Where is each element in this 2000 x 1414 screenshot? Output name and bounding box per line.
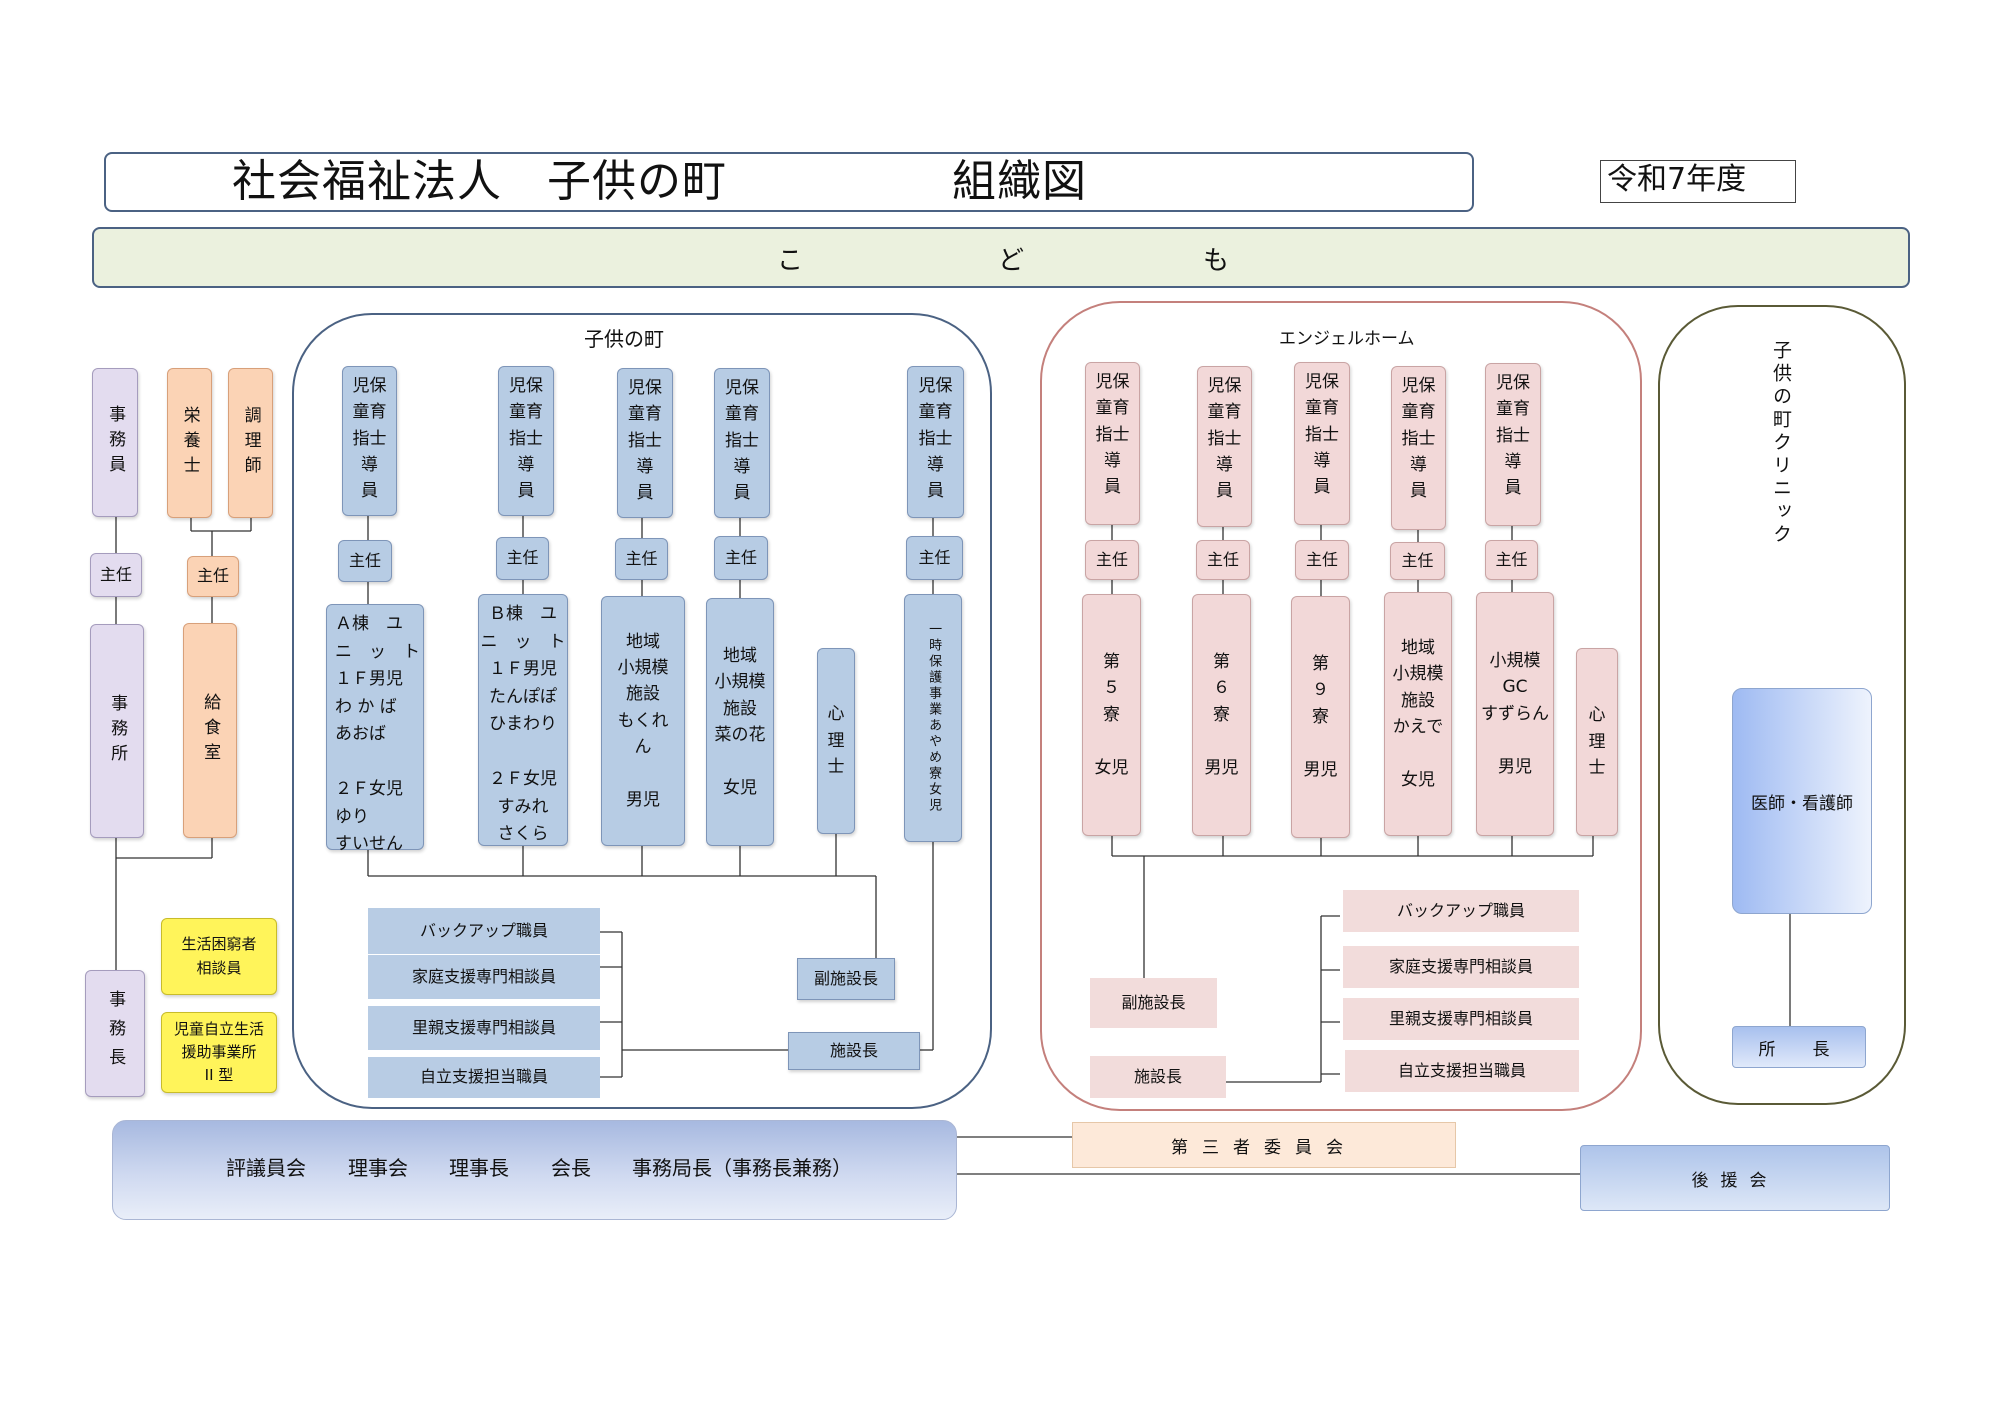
children-bar (92, 227, 1910, 288)
small-facility-mokuren-box: 地域 小規模 施設 もくれ ん 男児 (601, 596, 685, 846)
group-clinic (1658, 305, 1906, 1105)
title-frame (104, 152, 1474, 212)
psychologist-box: 心 理 士 (1576, 648, 1618, 836)
board-of-directors: 理事会 (348, 1156, 408, 1180)
independence-support-box: 自立支援担当職員 (1345, 1050, 1579, 1092)
secretary-general-box: 事務長 (85, 970, 145, 1097)
page-title: 社会福祉法人 子供の町 組織図 (232, 156, 1087, 207)
childcare-staff-box: 児保 童育 指士 導 員 (714, 368, 770, 518)
chief-box: 主任 (496, 537, 549, 580)
chief-box: 主任 (1085, 540, 1139, 580)
governance-bar (112, 1120, 957, 1220)
unit-b-box: Ｂ棟 ユ ニ ッ ト １Ｆ男児 たんぽぽ ひまわり ２Ｆ女児 すみれ さくら (478, 594, 568, 846)
supporters-association: 後援会 (1580, 1145, 1890, 1211)
small-facility-nanohana-box: 地域 小規模 施設 菜の花 女児 (706, 598, 774, 846)
dorm-6-box: 第 ６ 寮 男児 (1192, 594, 1251, 836)
backup-staff-box: バックアップ職員 (1343, 890, 1579, 932)
chief-box: 主任 (1196, 540, 1250, 580)
kitchen-box: 給食室 (183, 623, 237, 838)
unit-a-box: Ａ棟 ユ ニ ッ ト １Ｆ男児 わ か ば あおば ２Ｆ女児 ゆり すいせん (326, 604, 424, 854)
cook-box: 調理師 (228, 368, 273, 518)
doctor-nurse-box: 医師・看護師 (1732, 688, 1872, 914)
clinic-director-box: 所 長 (1732, 1026, 1866, 1068)
chief-kitchen-box: 主任 (187, 556, 239, 597)
child-independence-box: 児童自立生活 援助事業所 II 型 (161, 1012, 277, 1093)
secretariat-director: 事務局長（事務長兼務） (632, 1156, 852, 1180)
group-label-clinic: 子供の町クリニック (1770, 340, 1792, 547)
chief-box: 主任 (714, 536, 768, 580)
family-support-box: 家庭支援専門相談員 (1343, 946, 1579, 988)
chief-box: 主任 (1295, 540, 1349, 580)
vice-director-box: 副施設長 (1090, 978, 1217, 1028)
childcare-staff-box: 児保 童育 指士 導 員 (1294, 362, 1350, 525)
third-party-committee: 第三者委員会 (1072, 1122, 1456, 1168)
chief-box: 主任 (906, 536, 963, 580)
dorm-5-box: 第 ５ 寮 女児 (1082, 594, 1141, 836)
chief-box: 主任 (1390, 542, 1445, 580)
childcare-staff-box: 児保 童育 指士 導 員 (498, 366, 554, 516)
childcare-staff-box: 児保 童育 指士 導 員 (907, 366, 964, 518)
director-box: 施設長 (1090, 1056, 1226, 1098)
children-bar-char: も (1203, 246, 1230, 276)
backup-staff-box: バックアップ職員 (368, 908, 600, 954)
childcare-staff-box: 児保 童育 指士 導 員 (1391, 366, 1446, 530)
childcare-staff-box: 児保 童育 指士 導 員 (1197, 366, 1252, 527)
group-label-kodomo: 子供の町 (584, 327, 664, 351)
foster-support-box: 里親支援専門相談員 (1343, 998, 1579, 1040)
chief-office-box: 主任 (90, 553, 142, 597)
nutritionist-box: 栄養士 (167, 368, 212, 518)
group-label-angel: エンジェルホーム (1279, 329, 1415, 349)
president: 会長 (551, 1156, 591, 1180)
board-chairman: 理事長 (449, 1156, 509, 1180)
council-of-trustees: 評議員会 (226, 1156, 306, 1180)
childcare-staff-box: 児保 童育 指士 導 員 (1085, 362, 1140, 525)
group-kodomo-no-machi (292, 313, 992, 1109)
chief-box: 主任 (615, 538, 668, 580)
fiscal-year-label: 令和7年度 (1600, 160, 1796, 203)
independence-support-box: 自立支援担当職員 (368, 1057, 600, 1098)
psychologist-box: 心 理 士 (817, 648, 855, 834)
poverty-consultant-box: 生活困窮者 相談員 (161, 918, 277, 995)
childcare-staff-box: 児保 童育 指士 導 員 (1485, 363, 1541, 526)
chief-box: 主任 (1485, 540, 1538, 580)
family-support-box: 家庭支援専門相談員 (368, 955, 600, 999)
director-box: 施設長 (788, 1032, 920, 1070)
children-bar-char: ど (998, 246, 1025, 276)
foster-support-box: 里親支援専門相談員 (368, 1006, 600, 1050)
small-gc-suzuran-box: 小規模 GC すずらん 男児 (1476, 592, 1554, 836)
chief-box: 主任 (338, 540, 392, 582)
small-facility-kaede-box: 地域 小規模 施設 かえで 女児 (1384, 592, 1452, 836)
clerk-box: 事務員 (92, 368, 138, 517)
children-bar-char: こ (777, 246, 804, 276)
temporary-care-ayame-box: 一時保護事業あやめ寮女児 (904, 594, 962, 842)
vice-director-box: 副施設長 (797, 958, 895, 1000)
childcare-staff-box: 児保 童育 指士 導 員 (617, 368, 673, 518)
group-angel-home (1040, 301, 1642, 1111)
office-box: 事務所 (90, 624, 144, 838)
dorm-9-box: 第 ９ 寮 男児 (1291, 596, 1350, 838)
childcare-staff-box: 児保 童育 指士 導 員 (342, 366, 397, 516)
